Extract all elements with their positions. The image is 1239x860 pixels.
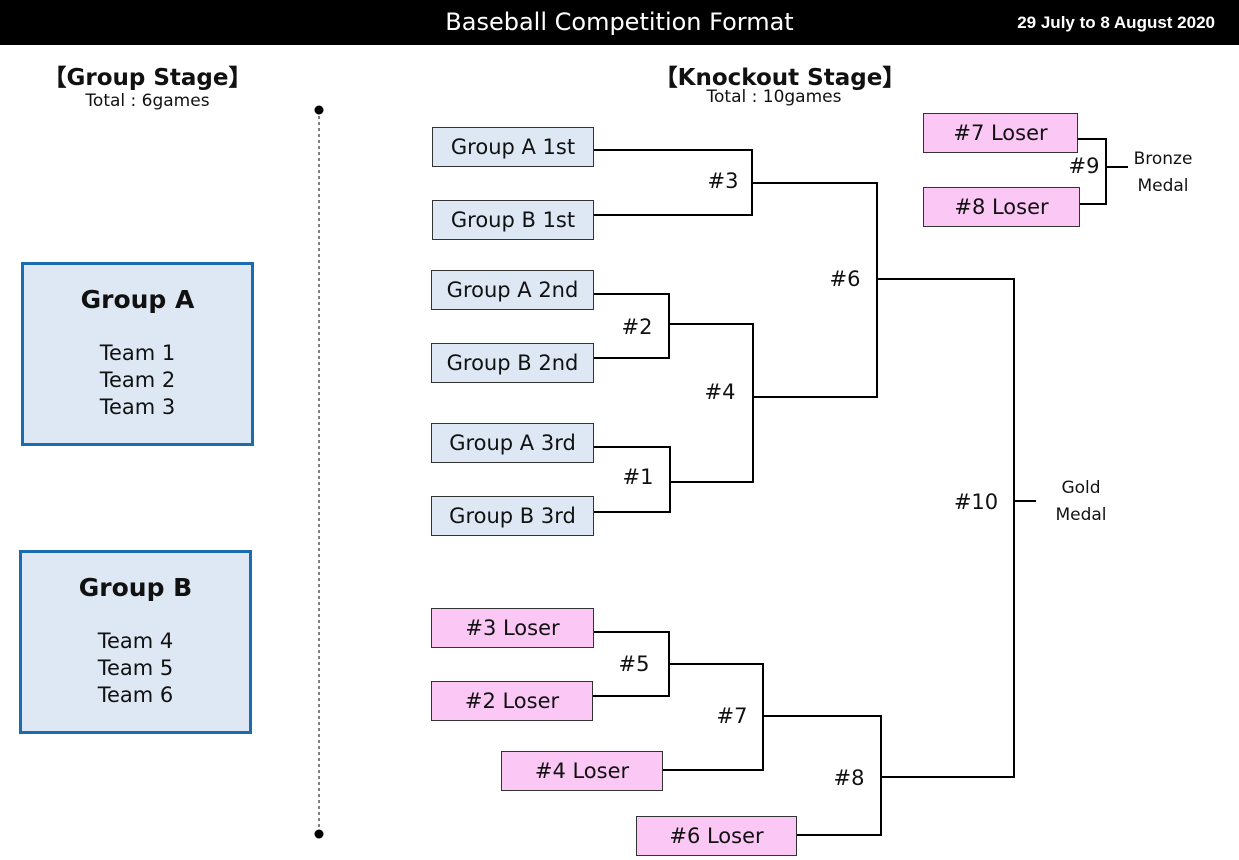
- team-item: Team 5: [97, 656, 174, 680]
- game-2-bracket: [594, 293, 670, 359]
- gold-medal-line: Gold: [1061, 478, 1101, 498]
- team-item: Team 2: [99, 368, 176, 392]
- group-stage-title: 【Group Stage】: [43, 65, 252, 91]
- slot-group-a-1st: Group A 1st: [432, 127, 594, 167]
- slot-loser-7: #7 Loser: [923, 113, 1078, 153]
- group-stage-total: Total : 6games: [85, 91, 210, 111]
- slot-loser-3: #3 Loser: [431, 608, 594, 648]
- slot-group-b-1st: Group B 1st: [432, 200, 594, 240]
- game-label-6: #6: [829, 267, 861, 291]
- game-label-1: #1: [622, 465, 654, 489]
- slot-group-b-3rd: Group B 3rd: [431, 496, 594, 536]
- team-item: Team 6: [97, 683, 174, 707]
- group-b-teams: Team 4 Team 5 Team 6: [22, 628, 249, 709]
- game-label-2: #2: [621, 315, 653, 339]
- game-label-8: #8: [833, 766, 865, 790]
- slot-loser-8: #8 Loser: [923, 187, 1080, 227]
- team-item: Team 1: [99, 341, 176, 365]
- game-10-bracket: [877, 278, 1015, 778]
- slot-group-a-2nd: Group A 2nd: [431, 270, 594, 310]
- team-item: Team 4: [97, 629, 174, 653]
- group-a-name: Group A: [80, 285, 195, 314]
- slot-group-a-3rd: Group A 3rd: [431, 423, 594, 463]
- gold-medal-line: Medal: [1055, 505, 1107, 525]
- game-6-bracket: [752, 182, 878, 398]
- game-label-10: #10: [953, 490, 999, 514]
- header-bar: Baseball Competition Format 29 July to 8…: [0, 0, 1239, 45]
- bronze-medal-line: Medal: [1137, 176, 1189, 196]
- group-a-box: Group A Team 1 Team 2 Team 3: [21, 262, 254, 446]
- slot-group-b-2nd: Group B 2nd: [431, 343, 594, 383]
- group-b-name: Group B: [78, 573, 193, 602]
- bronze-medal-line: Bronze: [1133, 149, 1193, 169]
- group-a-teams: Team 1 Team 2 Team 3: [24, 340, 251, 421]
- event-dates: 29 July to 8 August 2020: [1017, 13, 1215, 32]
- knockout-stage-total: Total : 10games: [706, 87, 842, 107]
- game-1-bracket: [594, 446, 671, 513]
- slot-loser-2: #2 Loser: [431, 681, 593, 721]
- game-8-bracket: [763, 715, 882, 836]
- game-label-7: #7: [716, 704, 748, 728]
- slot-loser-6: #6 Loser: [636, 816, 797, 856]
- slot-loser-4: #4 Loser: [501, 751, 663, 791]
- game-label-5: #5: [618, 652, 650, 676]
- game-label-9: #9: [1068, 154, 1100, 178]
- game-label-3: #3: [707, 169, 739, 193]
- knockout-stage-title: 【Knockout Stage】: [654, 65, 906, 91]
- page-title: Baseball Competition Format: [445, 8, 794, 36]
- bronze-medal-label: Bronze Medal: [1123, 146, 1203, 200]
- game-4-bracket: [669, 323, 754, 483]
- team-item: Team 3: [99, 395, 176, 419]
- divider-endpoint-top: [314, 105, 324, 115]
- gold-medal-label: Gold Medal: [1046, 475, 1116, 529]
- group-b-box: Group B Team 4 Team 5 Team 6: [19, 550, 252, 734]
- game-label-4: #4: [704, 380, 736, 404]
- game-9-bracket: [1077, 138, 1107, 205]
- divider-endpoint-bottom: [314, 829, 324, 839]
